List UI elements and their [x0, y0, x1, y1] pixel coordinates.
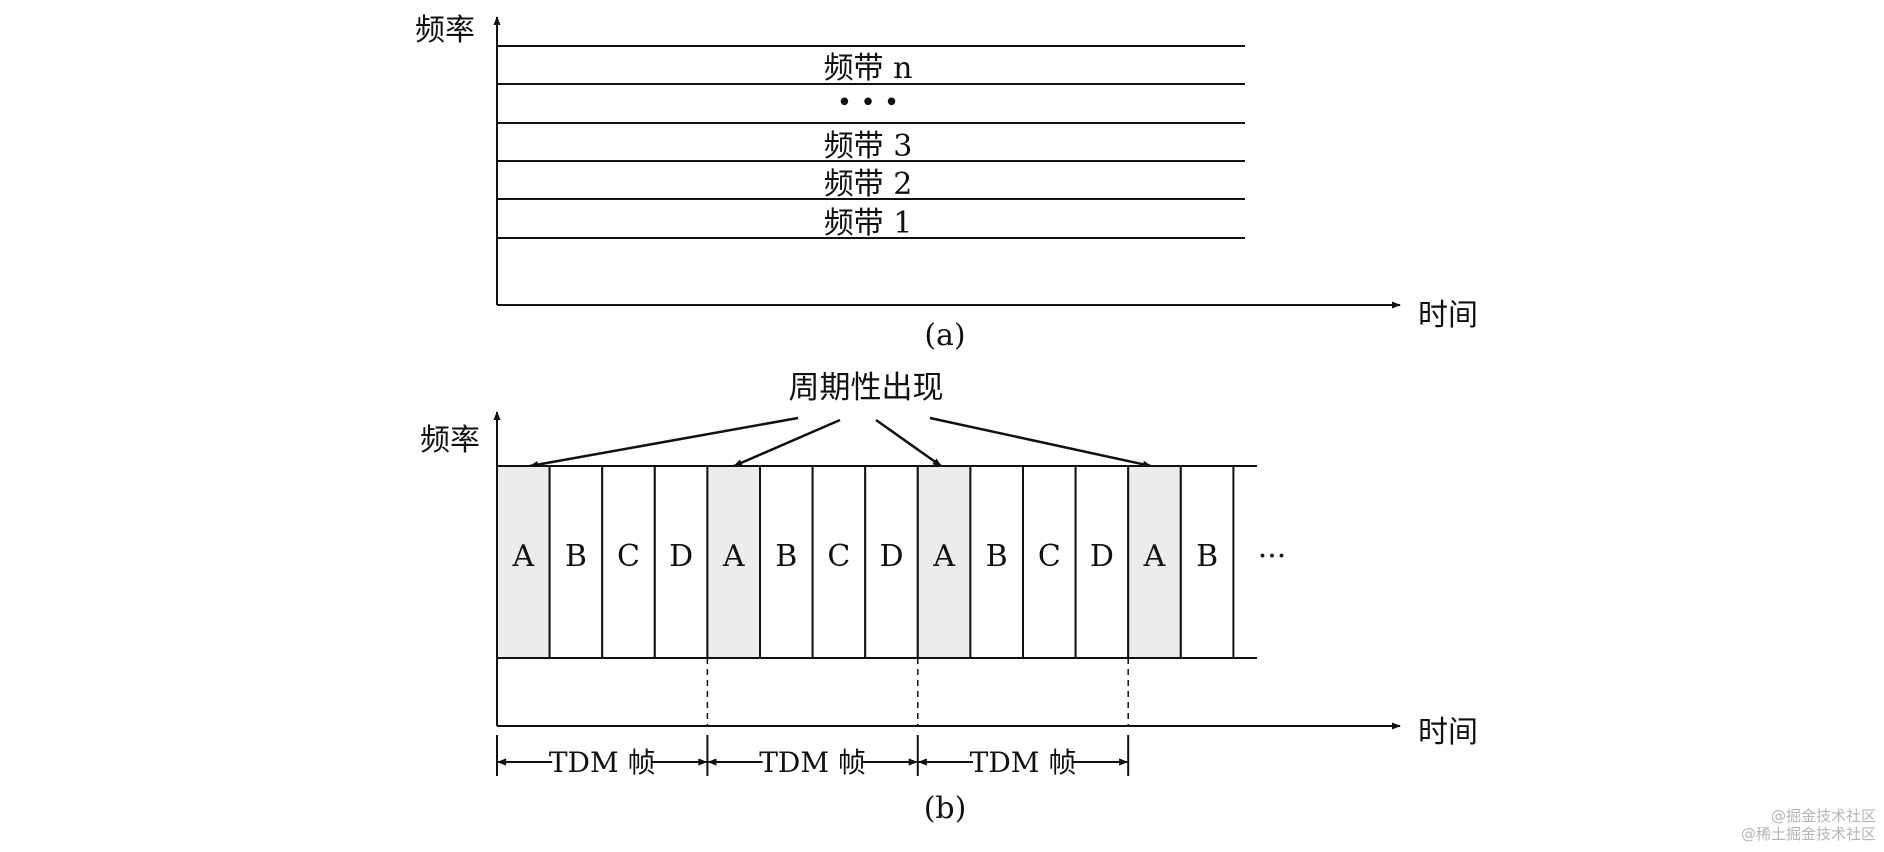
b-slot-label: A — [1143, 539, 1166, 574]
b-slot-label: A — [722, 539, 745, 574]
b-tdm-frames: TDM 帧 TDM 帧 TDM 帧 — [496, 735, 1130, 779]
b-slot-label: D — [669, 539, 693, 574]
b-slot-a — [706, 465, 762, 659]
b-frame-label: TDM 帧 — [549, 746, 656, 779]
b-annotation-label: 周期性出现 — [789, 370, 944, 406]
b-slot-label: C — [1038, 539, 1061, 574]
a-x-axis-label: 时间 — [1418, 298, 1478, 333]
diagram-a: 频率 时间 频带 n • • • 频带 3 频带 2 频带 1 (a) — [415, 13, 1478, 353]
b-y-axis-label: 频率 — [420, 423, 480, 458]
a-band-label: • • • — [837, 88, 900, 118]
b-slot-label: A — [932, 539, 955, 574]
b-slot-c — [601, 465, 656, 659]
b-slot-b — [969, 465, 1025, 659]
b-annotation-arrows — [529, 416, 1152, 469]
a-y-axis-label: 频率 — [415, 13, 475, 48]
b-slot-label: B — [986, 539, 1008, 574]
b-slot-label: D — [879, 539, 903, 574]
b-slot-b — [548, 465, 604, 659]
b-slot-c — [811, 465, 867, 659]
a-band-label: 频带 2 — [824, 167, 913, 202]
b-frame-label: TDM 帧 — [970, 746, 1077, 779]
a-band-label: 频带 1 — [824, 206, 913, 241]
a-band-lines — [497, 45, 1245, 239]
b-slot-label: D — [1090, 539, 1114, 574]
b-slot-label: C — [617, 539, 640, 574]
watermark-line: @稀土掘金技术社区 — [1740, 825, 1876, 843]
watermark-line: @掘金技术社区 — [1770, 807, 1876, 825]
a-band-label: 频带 n — [824, 51, 913, 86]
b-caption: (b) — [924, 791, 967, 826]
b-annotation-arrow — [875, 418, 942, 468]
watermark: @掘金技术社区 @稀土掘金技术社区 — [1741, 807, 1876, 843]
b-annotation-arrow — [929, 416, 1152, 468]
b-slot-a — [916, 465, 972, 659]
b-slot-b — [1179, 465, 1235, 659]
b-annotation-arrow — [733, 418, 841, 468]
b-slot-b — [759, 465, 814, 659]
b-frame-dividers — [706, 658, 1129, 726]
b-slot-a — [1127, 465, 1182, 659]
b-slot-label: B — [565, 539, 587, 574]
b-slot-d — [653, 465, 709, 659]
b-x-axis-label: 时间 — [1418, 715, 1478, 750]
b-slot-ellipsis: ··· — [1258, 539, 1287, 574]
b-slot-c — [1022, 465, 1077, 659]
b-frame-label: TDM 帧 — [759, 746, 866, 779]
b-slot-label: A — [511, 539, 534, 574]
b-slot-label: B — [775, 539, 797, 574]
a-caption: (a) — [924, 318, 965, 353]
b-slot-label: B — [1196, 539, 1218, 574]
b-slot-label: C — [827, 539, 850, 574]
a-band-label: 频带 3 — [824, 129, 913, 164]
b-annotation-arrow — [529, 416, 799, 469]
